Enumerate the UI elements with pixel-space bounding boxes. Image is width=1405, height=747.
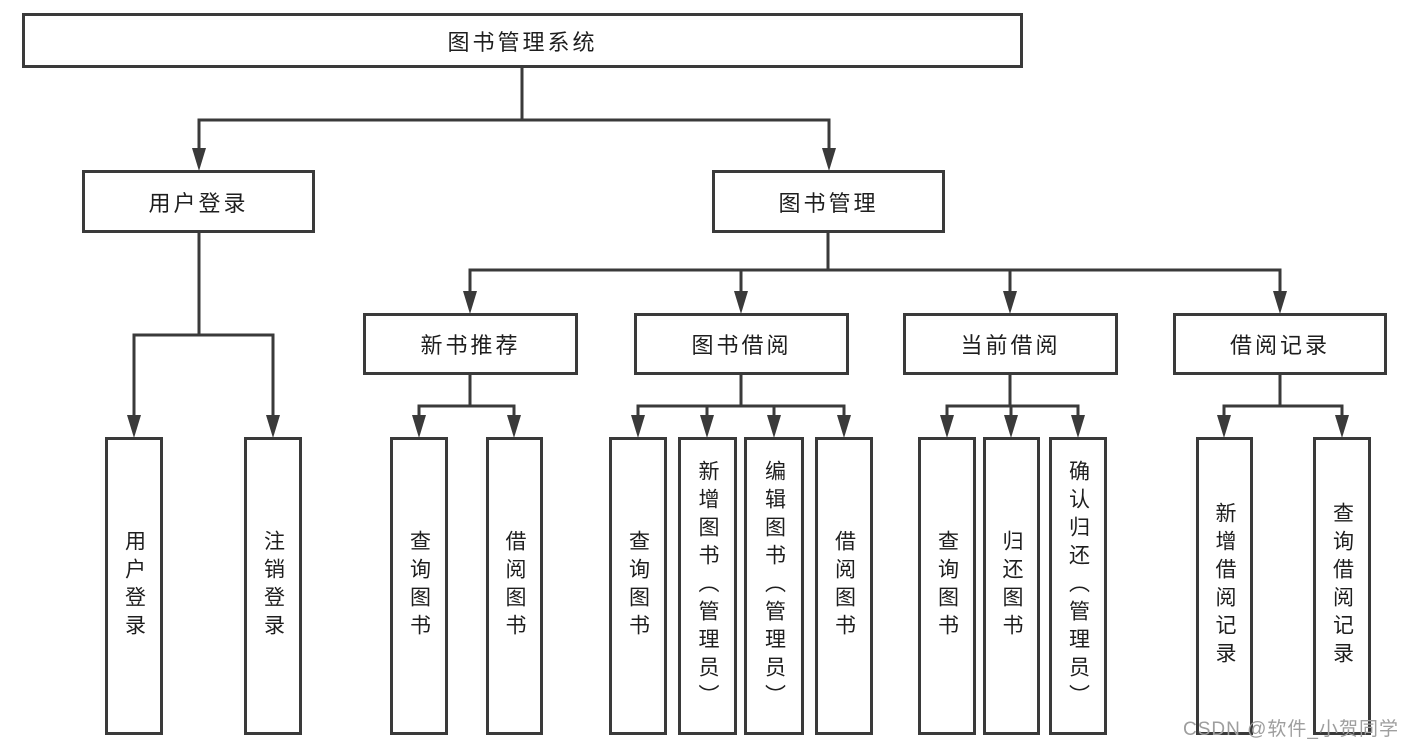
watermark-text: CSDN @软件_小贺同学 [1183,719,1399,740]
node-user-login-label: 用户登录 [148,190,249,216]
leaf-logout: 注销登录 [244,437,302,735]
node-current-borrowing-label: 当前借阅 [960,333,1061,358]
node-new-book-recommendation-label: 新书推荐 [420,333,521,358]
leaf-return-books: 归还图书 [983,437,1040,735]
leaf-query-books-recommend: 查询图书 [390,437,448,735]
leaf-query-books-recommend-label: 查询图书 [407,530,431,642]
leaf-query-borrow-record: 查询借阅记录 [1313,437,1371,735]
node-book-borrowing: 图书借阅 [634,313,849,375]
node-root-label: 图书管理系统 [447,29,598,55]
leaf-return-books-label: 归还图书 [1000,530,1023,642]
leaf-confirm-return-admin-label: 确认归还（管理员） [1066,460,1090,712]
leaf-query-borrow-record-label: 查询借阅记录 [1330,502,1354,670]
leaf-borrow-books-recommend-label: 借阅图书 [503,530,526,642]
leaf-add-borrow-record: 新增借阅记录 [1196,437,1253,735]
leaf-add-book-admin: 新增图书（管理员） [678,437,737,735]
node-new-book-recommendation: 新书推荐 [363,313,578,375]
node-root: 图书管理系统 [22,13,1023,68]
leaf-logout-label: 注销登录 [261,530,285,642]
node-book-management-label: 图书管理 [778,190,879,216]
leaf-query-books-borrowing: 查询图书 [609,437,667,735]
leaf-query-books-current-label: 查询图书 [935,530,959,642]
leaf-query-books-borrowing-label: 查询图书 [626,530,650,642]
leaf-add-borrow-record-label: 新增借阅记录 [1213,502,1236,670]
leaf-confirm-return-admin: 确认归还（管理员） [1049,437,1107,735]
node-book-management: 图书管理 [712,170,945,233]
node-borrowing-records: 借阅记录 [1173,313,1387,375]
node-current-borrowing: 当前借阅 [903,313,1118,375]
leaf-edit-book-admin-label: 编辑图书（管理员） [762,460,786,712]
leaf-user-login: 用户登录 [105,437,163,735]
leaf-borrow-books-recommend: 借阅图书 [486,437,543,735]
leaf-add-book-admin-label: 新增图书（管理员） [696,460,719,712]
leaf-borrow-books-borrowing-label: 借阅图书 [832,530,856,642]
node-book-borrowing-label: 图书借阅 [691,333,792,358]
leaf-borrow-books-borrowing: 借阅图书 [815,437,873,735]
leaf-query-books-current: 查询图书 [918,437,976,735]
leaf-edit-book-admin: 编辑图书（管理员） [744,437,804,735]
node-user-login: 用户登录 [82,170,315,233]
node-borrowing-records-label: 借阅记录 [1229,333,1330,358]
leaf-user-login-label: 用户登录 [122,530,146,642]
